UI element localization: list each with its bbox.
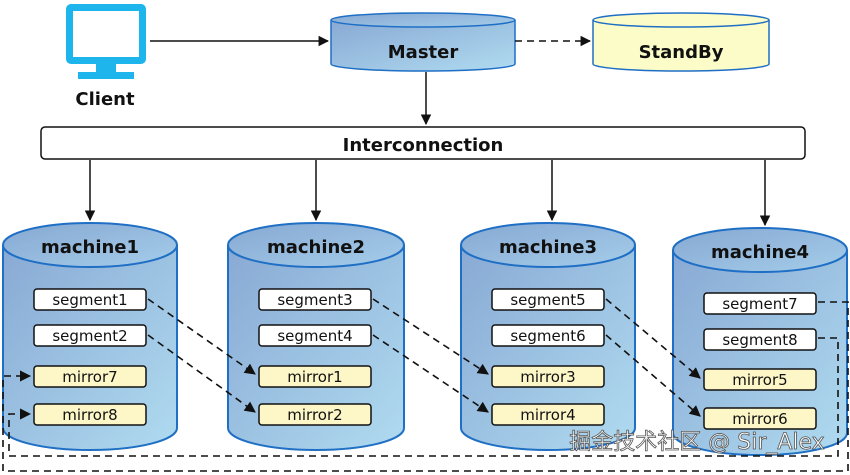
replication-arrow-segment6-mirror6 [605,334,701,417]
segment-label: segment5 [510,291,585,309]
machine-node-2: machine2 segment3 segment4 mirror1 mirror2 [227,222,405,451]
master-node: Master [330,12,516,72]
mirror-label: mirror2 [287,406,342,424]
interconnection-label: Interconnection [343,135,504,156]
master-label: Master [388,42,459,63]
mirror-box [703,368,817,391]
replication-arrow-segment7-mirror7 [2,301,849,472]
segment-label: segment3 [277,291,352,309]
mirror-label: mirror7 [62,368,117,386]
replication-arrow-segment3-mirror3 [372,298,489,375]
segment-label: segment8 [722,331,797,349]
mirror-label: mirror1 [287,368,342,386]
interconnection-bar: Interconnection [40,126,806,160]
machines-group: machine1segment1segment2mirror7mirror8ma… [2,222,848,456]
segment-label: segment6 [510,327,585,345]
client-node: Client [66,4,146,110]
replication-arrows [2,298,849,472]
replication-arrow-segment1-mirror1 [147,298,256,375]
standby-label: StandBy [639,42,724,63]
mirror-box [703,407,817,430]
segment-label: segment1 [52,291,127,309]
segment-box [491,288,605,311]
machine-cylinder-top [460,222,636,268]
machine-cylinder-top [2,222,178,268]
machine-label: machine3 [499,237,597,258]
machine-label: machine2 [267,237,365,258]
mirror-label: mirror6 [732,410,787,428]
segment-label: segment4 [277,327,352,345]
client-label: Client [75,89,135,110]
mirror-box [491,365,605,388]
machine-node-4: machine4 segment7 segment8 mirror5 mirror6 [672,227,848,456]
segment-label: segment2 [52,327,127,345]
mirror-box [258,365,372,388]
mirror-label: mirror8 [62,406,117,424]
machine-cylinder-top [672,227,848,273]
mirror-box [33,365,147,388]
replication-arrow-segment5-mirror5 [605,298,701,379]
machine-cylinder-top [227,222,405,268]
mirror-label: mirror5 [732,371,787,389]
segment-box [33,288,147,311]
machine-label: machine4 [711,242,809,263]
segment-label: segment7 [722,295,797,313]
mirror-label: mirror4 [520,406,575,424]
replication-arrow-segment2-mirror2 [147,334,256,413]
segment-box [258,324,372,347]
machine-label: machine1 [41,237,139,258]
mirror-label: mirror3 [520,368,575,386]
segment-box [33,324,147,347]
mirror-box [491,403,605,426]
standby-node: StandBy [592,12,770,72]
machine-node-3: machine3 segment5 segment6 mirror3 mirror4 [460,222,636,451]
segment-box [491,324,605,347]
replication-arrow-segment8-mirror8 [8,337,839,457]
mirror-box [33,403,147,426]
mirror-box [258,403,372,426]
credit-watermark: 掘金技术社区 @ Sir_Alex [569,430,824,455]
segment-box [258,288,372,311]
monitor-icon [66,4,146,79]
segment-box [703,328,817,351]
segment-box [703,292,817,315]
machine-node-1: machine1 segment1 segment2 mirror7 mirror8 [2,222,178,451]
